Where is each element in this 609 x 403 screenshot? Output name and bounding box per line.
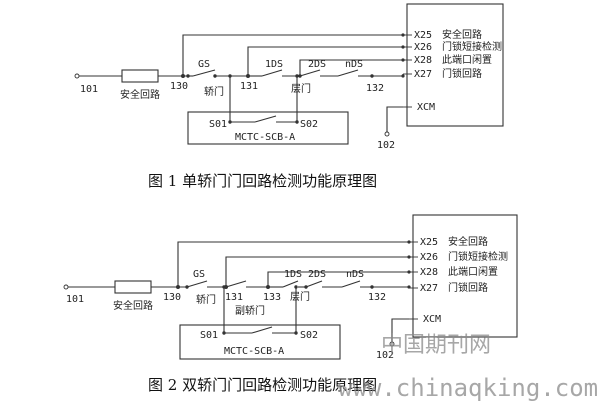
node-131-1: 131 [240, 81, 258, 92]
safety-circuit-label-1: 安全回路 [120, 88, 160, 101]
terminal-102-2 [389, 341, 395, 347]
figure-2-caption: 图 2 双轿门门回路检测功能原理图 [148, 376, 377, 394]
node-132-1: 132 [366, 83, 384, 94]
dsn-label-1: nDS [345, 59, 363, 70]
terminal-name-safety-1: 安全回路 [442, 28, 482, 41]
switch-2ds-2 [305, 280, 323, 288]
dsn-label-2: nDS [346, 269, 364, 280]
main-wiring-2 [68, 280, 409, 294]
board-wiring-2 [179, 287, 341, 360]
figure-1-caption: 图 1 单轿门门回路检测功能原理图 [148, 172, 377, 190]
board-box-2 [179, 324, 341, 360]
switch-2ds-1 [299, 69, 321, 77]
gs-label-1: GS [198, 59, 210, 70]
node-131-2: 131 [225, 292, 243, 303]
board-switch-1 [254, 115, 277, 123]
aux-car-door-label-2: 副轿门 [235, 304, 265, 317]
terminal-x25-2: X25 [420, 237, 438, 248]
safety-circuit-box-1 [121, 69, 159, 83]
s01-label-1: S01 [209, 119, 227, 130]
terminal-101-2 [63, 284, 69, 290]
board-box-1 [187, 111, 349, 145]
node-102-1: 102 [377, 140, 395, 151]
node-101-2: 101 [66, 294, 84, 305]
switch-nds-1 [337, 69, 359, 77]
terminal-x27-2: X27 [420, 283, 438, 294]
terminal-x25-1: X25 [414, 30, 432, 41]
terminal-name-short-detect-1: 门锁短接检测 [442, 40, 502, 53]
s01-label-2: S01 [200, 330, 218, 341]
tap-wiring-1 [182, 34, 403, 76]
board-switch-2 [251, 326, 273, 334]
node-102-2: 102 [376, 350, 394, 361]
terminal-x26-2: X26 [420, 252, 438, 263]
figure-1: X25 X26 X28 X27 安全回路 门锁短接检测 此端口闲置 门锁回路 X… [74, 3, 504, 190]
terminal-name-short-detect-2: 门锁短接检测 [448, 250, 508, 263]
node-133-2: 133 [263, 292, 281, 303]
node-130-1: 130 [170, 81, 188, 92]
main-wiring-1 [79, 69, 404, 83]
gs-switch-2 [186, 280, 208, 288]
switch-1ds-2 [282, 280, 299, 288]
s02-label-2: S02 [300, 330, 318, 341]
terminal-102-1 [384, 131, 390, 137]
terminal-name-idle-1: 此端口闲置 [442, 53, 492, 66]
landing-door-label-1: 层门 [291, 82, 311, 95]
terminal-101-1 [74, 73, 80, 79]
car-door-label-2: 轿门 [196, 293, 216, 306]
figure-2: X25 X26 X28 X27 安全回路 门锁短接检测 此端口闲置 门锁回路 X… [63, 214, 518, 394]
aux-door-switch-2 [225, 280, 247, 288]
board-wiring-1 [187, 76, 349, 145]
safety-circuit-box-2 [114, 280, 152, 294]
xcm-wire-1 [386, 106, 403, 132]
gs-switch-1 [192, 69, 216, 77]
safety-circuit-label-2: 安全回路 [113, 299, 153, 312]
terminal-x26-1: X26 [414, 42, 432, 53]
ds1-label-2: 1DS [284, 269, 302, 280]
switch-1ds-1 [261, 69, 283, 77]
terminal-xcm-2: XCM [423, 314, 441, 325]
terminal-name-doorlock-1: 门锁回路 [442, 67, 482, 80]
ds1-label-1: 1DS [265, 59, 283, 70]
ds2-label-1: 2DS [308, 59, 326, 70]
controller-box-1 [406, 3, 504, 127]
gs-label-2: GS [193, 269, 205, 280]
terminal-name-idle-2: 此端口闲置 [448, 265, 498, 278]
s02-label-1: S02 [300, 119, 318, 130]
xcm-wire-2 [391, 318, 409, 342]
switch-nds-2 [341, 280, 361, 288]
terminal-x28-2: X28 [420, 267, 438, 278]
terminal-name-safety-2: 安全回路 [448, 235, 488, 248]
controller-box-2 [412, 214, 518, 338]
board-label-1: MCTC-SCB-A [235, 132, 295, 143]
terminal-name-doorlock-2: 门锁回路 [448, 281, 488, 294]
terminal-x28-1: X28 [414, 55, 432, 66]
tap-wiring-2 [177, 241, 409, 287]
ds2-label-2: 2DS [308, 269, 326, 280]
node-132-2: 132 [368, 292, 386, 303]
terminal-xcm-1: XCM [417, 102, 435, 113]
watermark-url: www.chinaqking.com [338, 374, 598, 402]
board-label-2: MCTC-SCB-A [224, 346, 284, 357]
watermark-cn: 中国期刊网 [381, 333, 491, 358]
node-130-2: 130 [163, 292, 181, 303]
terminal-x27-1: X27 [414, 69, 432, 80]
car-door-label-1: 轿门 [204, 85, 224, 98]
landing-door-label-2: 层门 [290, 290, 310, 303]
node-101-1: 101 [80, 84, 98, 95]
